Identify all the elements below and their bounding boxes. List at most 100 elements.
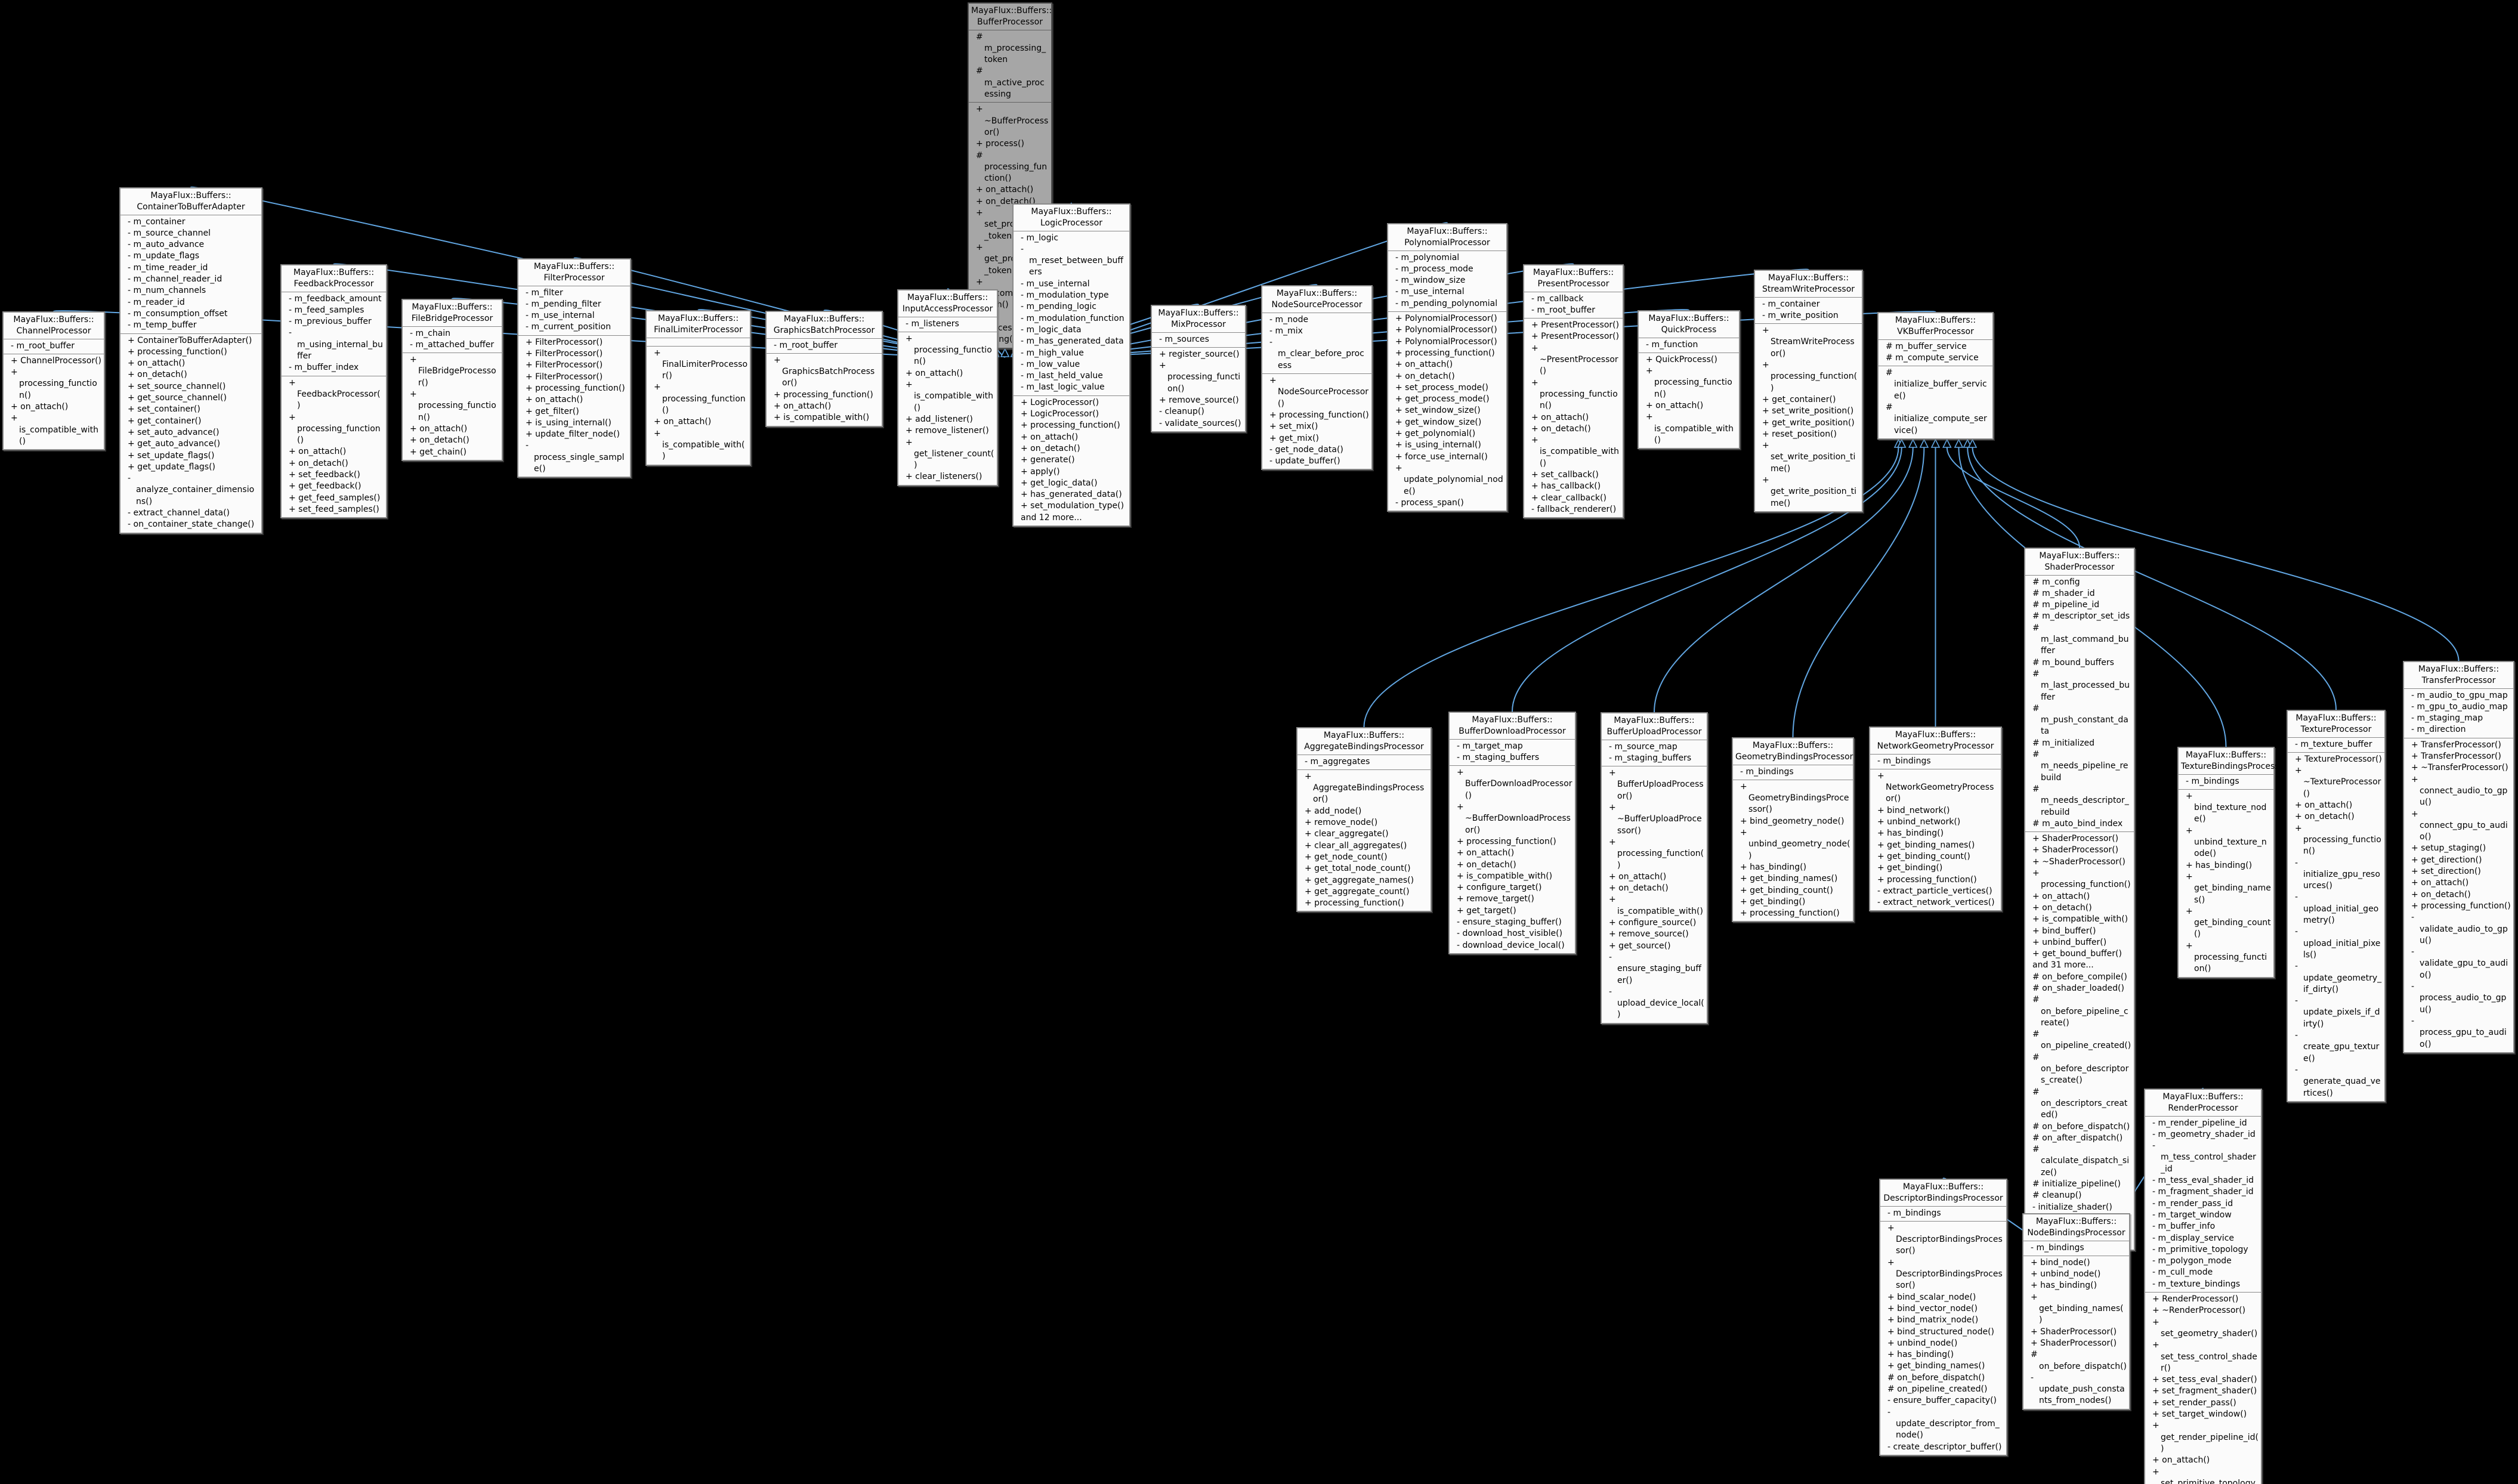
member-row: + on_attach() — [1646, 401, 1704, 411]
inheritance-line — [1654, 447, 1914, 713]
member-row: # on_before_compile() — [2032, 972, 2127, 982]
attributes-section: - m_root_buffer — [767, 339, 882, 353]
class-box-MixProcessor[interactable]: MayaFlux::Buffers::MixProcessor- m_sourc… — [1151, 305, 1246, 432]
attributes-section: - m_target_map- m_staging_buffers — [1450, 740, 1575, 766]
inheritance-line — [1946, 447, 2080, 548]
member-row: - m_last_logic_value — [1021, 382, 1105, 392]
member-row: + processing_function() — [1740, 908, 1840, 919]
member-row: - ensure_staging_buffer() — [1609, 952, 1702, 985]
member-row: + on_attach() — [1395, 360, 1453, 370]
class-title: MayaFlux::Buffers::RenderProcessor — [2145, 1090, 2261, 1117]
class-box-PolynomialProcessor[interactable]: MayaFlux::Buffers::PolynomialProcessor- … — [1387, 223, 1507, 512]
methods-section: + processing_function()+ on_attach()+ is… — [898, 331, 997, 485]
class-title: MayaFlux::Buffers::AggregateBindingsProc… — [1297, 728, 1431, 755]
class-box-TextureBindingsProcessor[interactable]: MayaFlux::Buffers::TextureBindingsProces… — [2177, 747, 2288, 978]
class-box-FeedbackProcessor[interactable]: MayaFlux::Buffers::FeedbackProcessor- m_… — [280, 264, 387, 519]
member-row: + unbind_texture_node() — [2186, 826, 2267, 859]
member-row: + get_binding_names() — [2186, 871, 2271, 905]
member-row: # initialize_compute_service() — [1886, 403, 1987, 435]
class-box-PresentProcessor[interactable]: MayaFlux::Buffers::PresentProcessor- m_c… — [1523, 264, 1624, 519]
inheritance-arrowhead-icon — [1942, 438, 1952, 448]
member-row: # m_initialized — [2032, 738, 2095, 748]
class-box-GeometryBindingsProcessor[interactable]: MayaFlux::Buffers::GeometryBindingsProce… — [1732, 737, 1854, 923]
member-row: + unbind_node() — [2031, 1269, 2101, 1279]
class-box-RenderProcessor[interactable]: MayaFlux::Buffers::RenderProcessor- m_re… — [2144, 1089, 2262, 1484]
member-row: + processing_function() — [526, 383, 625, 393]
class-box-ShaderProcessor[interactable]: MayaFlux::Buffers::ShaderProcessor# m_co… — [2024, 548, 2135, 1251]
member-row: # m_needs_descriptor_rebuild — [2032, 784, 2129, 817]
attributes-section: - m_aggregates — [1297, 755, 1431, 769]
member-row: - update_geometry_if_dirty() — [2295, 961, 2382, 994]
member-row: - update_descriptor_from_node() — [1887, 1407, 2000, 1440]
attributes-section: - m_node- m_mix- m_clear_before_process — [1262, 313, 1371, 373]
class-box-ChannelProcessor[interactable]: MayaFlux::Buffers::ChannelProcessor- m_r… — [2, 311, 105, 451]
member-row: + ~RenderProcessor() — [2152, 1306, 2246, 1316]
class-box-ContainerToBufferAdapter[interactable]: MayaFlux::Buffers::ContainerToBufferAdap… — [119, 187, 262, 534]
class-box-BufferUploadProcessor[interactable]: MayaFlux::Buffers::BufferUploadProcessor… — [1601, 712, 1708, 1024]
class-box-InputAccessProcessor[interactable]: MayaFlux::Buffers::InputAccessProcessor-… — [897, 289, 998, 486]
member-row: + bind_structured_node() — [1887, 1327, 1994, 1337]
member-row: + clear_listeners() — [906, 472, 983, 482]
class-box-QuickProcess[interactable]: MayaFlux::Buffers::QuickProcess- m_funct… — [1638, 310, 1740, 450]
member-row: - m_num_channels — [128, 286, 206, 296]
member-row: - m_texture_buffer — [2295, 739, 2372, 749]
class-box-BufferDownloadProcessor[interactable]: MayaFlux::Buffers::BufferDownloadProcess… — [1448, 712, 1576, 954]
class-box-VKBufferProcessor[interactable]: MayaFlux::Buffers::VKBufferProcessor# m_… — [1877, 312, 1994, 440]
class-box-DescriptorBindingsProcessor[interactable]: MayaFlux::Buffers::DescriptorBindingsPro… — [1879, 1179, 2007, 1456]
member-row: - create_descriptor_buffer() — [1887, 1442, 2002, 1452]
class-box-GraphicsBatchProcessor[interactable]: MayaFlux::Buffers::GraphicsBatchProcesso… — [765, 311, 883, 427]
class-box-AggregateBindingsProcessor[interactable]: MayaFlux::Buffers::AggregateBindingsProc… — [1296, 727, 1432, 913]
class-box-BufferProcessor[interactable]: MayaFlux::Buffers::BufferProcessor# m_pr… — [968, 2, 1052, 349]
member-row: - generate_quad_vertices() — [2295, 1065, 2381, 1098]
member-row: + on_attach() — [976, 185, 1034, 195]
class-title: MayaFlux::Buffers::PolynomialProcessor — [1388, 224, 1506, 251]
member-row: + BufferUploadProcessor() — [1609, 768, 1704, 801]
member-row: - m_mix — [1269, 326, 1303, 336]
member-row: - m_reader_id — [128, 297, 185, 307]
member-row: - m_update_flags — [128, 251, 200, 261]
member-row-empty — [649, 339, 747, 344]
member-row: - m_temp_buffer — [128, 320, 197, 330]
class-box-TransferProcessor[interactable]: MayaFlux::Buffers::TransferProcessor- m_… — [2403, 661, 2514, 1053]
member-row: + remove_source() — [1609, 929, 1689, 939]
member-row: + configure_source() — [1609, 918, 1697, 928]
member-row: + TextureProcessor() — [2295, 754, 2382, 764]
member-row: # on_descriptors_created() — [2032, 1087, 2128, 1120]
class-box-TextureProcessor[interactable]: MayaFlux::Buffers::TextureProcessor- m_t… — [2287, 710, 2386, 1102]
member-row: # m_last_command_buffer — [2032, 623, 2129, 656]
member-row: + on_attach() — [774, 401, 832, 412]
class-box-NodeBindingsProcessor[interactable]: MayaFlux::Buffers::NodeBindingsProcessor… — [2022, 1213, 2130, 1410]
attributes-section: - m_callback- m_root_buffer — [1524, 292, 1623, 319]
member-row: - m_tess_eval_shader_id — [2152, 1176, 2254, 1186]
class-box-NodeSourceProcessor[interactable]: MayaFlux::Buffers::NodeSourceProcessor- … — [1261, 285, 1373, 471]
class-box-FinalLimiterProcessor[interactable]: MayaFlux::Buffers::FinalLimiterProcessor… — [645, 310, 751, 466]
methods-section: + QuickProcess()+ processing_function()+… — [1639, 352, 1739, 448]
class-box-FilterProcessor[interactable]: MayaFlux::Buffers::FilterProcessor- m_fi… — [517, 258, 631, 478]
member-row: - ensure_staging_buffer() — [1457, 917, 1562, 928]
member-row: + process() — [976, 139, 1024, 149]
class-box-NetworkGeometryProcessor[interactable]: MayaFlux::Buffers::NetworkGeometryProces… — [1869, 726, 2002, 912]
member-row: + set_tess_control_shader() — [2152, 1340, 2257, 1373]
member-row: + TransferProcessor() — [2411, 740, 2501, 750]
class-box-LogicProcessor[interactable]: MayaFlux::Buffers::LogicProcessor- m_log… — [1012, 203, 1130, 527]
class-box-StreamWriteProcessor[interactable]: MayaFlux::Buffers::StreamWriteProcessor-… — [1754, 270, 1863, 512]
class-box-FileBridgeProcessor[interactable]: MayaFlux::Buffers::FileBridgeProcessor- … — [401, 299, 503, 461]
member-row: + get_chain() — [410, 447, 467, 457]
member-row: + set_container() — [128, 404, 200, 415]
member-row: - analyze_container_dimensions() — [128, 474, 255, 506]
member-row: # calculate_dispatch_size() — [2032, 1145, 2130, 1177]
attributes-section: - m_bindings — [1870, 755, 2001, 769]
member-row: + get_process_mode() — [1395, 394, 1490, 404]
member-row: + get_container() — [1762, 394, 1836, 404]
member-row: - cleanup() — [1159, 407, 1204, 417]
member-row: + on_attach() — [2152, 1455, 2210, 1466]
member-row: + on_attach() — [2295, 800, 2353, 811]
member-row: - m_target_map — [1457, 741, 1523, 751]
member-row: - m_pending_polynomial — [1395, 298, 1498, 308]
member-row: + ~ShaderProcessor() — [2032, 857, 2125, 867]
member-row: - upload_device_local() — [1609, 987, 1704, 1020]
inheritance-arrowhead-icon — [1967, 438, 1978, 448]
member-row: - m_container — [128, 217, 186, 227]
member-row: + on_attach() — [11, 402, 69, 412]
member-row: - m_bindings — [2031, 1242, 2084, 1253]
